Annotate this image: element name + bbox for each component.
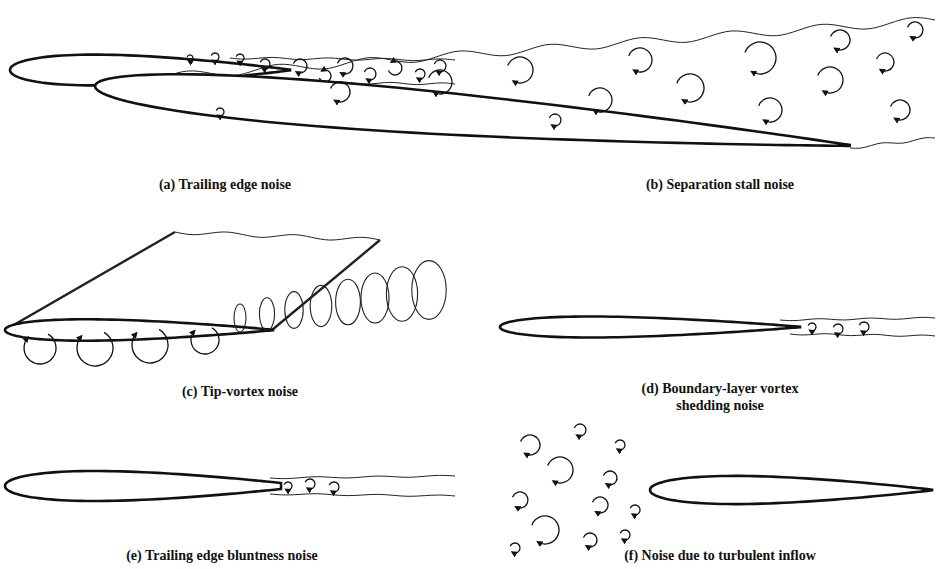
vortex — [284, 482, 292, 490]
vortex — [677, 74, 704, 102]
vortex — [603, 471, 617, 485]
vortex — [833, 324, 843, 334]
vortex — [521, 435, 540, 455]
vortex — [759, 98, 782, 122]
vortex — [877, 53, 894, 71]
vortex — [216, 108, 224, 116]
vortex — [629, 48, 652, 72]
flow-line — [175, 232, 380, 240]
vortex — [592, 497, 608, 513]
vortex — [236, 54, 244, 62]
vortex — [831, 30, 850, 50]
airfoil — [95, 74, 850, 146]
vortex — [589, 88, 612, 112]
tip-vortex — [412, 261, 446, 320]
vortex — [329, 482, 339, 492]
vortex — [364, 68, 376, 80]
tip-vortex — [310, 285, 332, 326]
vortex — [388, 61, 402, 75]
vortex — [574, 424, 586, 436]
caption: (a) Trailing edge noise — [159, 176, 291, 193]
vortex — [891, 100, 910, 120]
vortex — [615, 440, 625, 450]
caption: (f) Noise due to turbulent inflow — [624, 547, 816, 564]
vortex — [859, 322, 869, 332]
flow-line — [5, 232, 175, 330]
vortex — [429, 70, 452, 94]
flow-line — [270, 494, 455, 497]
flow-line — [120, 18, 935, 83]
vortex — [508, 57, 533, 83]
vortex — [331, 82, 350, 102]
vortex — [548, 457, 573, 483]
vortex — [305, 479, 315, 489]
vortex — [630, 505, 640, 515]
vortex — [187, 55, 193, 61]
vortex — [620, 530, 630, 540]
vortex — [512, 492, 528, 508]
vortex — [337, 58, 353, 74]
flow-line — [272, 240, 380, 330]
tip-vortex — [336, 279, 361, 325]
vortex — [549, 114, 561, 126]
caption: (c) Tip-vortex noise — [182, 383, 298, 400]
vortex — [191, 328, 219, 354]
tip-vortex — [259, 298, 274, 330]
vortex — [532, 516, 559, 544]
airfoil — [500, 316, 800, 337]
airfoil — [650, 476, 932, 504]
caption: (b) Separation stall noise — [646, 176, 794, 193]
vortex — [211, 53, 219, 61]
vortex — [510, 543, 520, 553]
vortex — [583, 533, 597, 547]
vortex — [818, 67, 843, 93]
flow-line — [790, 334, 935, 337]
tip-vortex — [234, 304, 246, 332]
vortex — [808, 323, 816, 331]
vortex — [132, 329, 168, 363]
tip-vortex — [386, 267, 417, 321]
flow-line — [270, 475, 455, 478]
flow-line — [850, 138, 935, 149]
vortex — [745, 42, 776, 74]
airfoil — [5, 471, 281, 501]
flow-line — [780, 317, 935, 320]
tip-vortex — [361, 273, 389, 323]
vortex — [77, 332, 113, 366]
vortex — [24, 334, 56, 364]
tip-vortex — [285, 292, 303, 329]
caption: (d) Boundary-layer vortex shedding noise — [620, 380, 820, 414]
vortex — [907, 22, 923, 38]
vortex — [415, 69, 425, 79]
caption: (e) Trailing edge bluntness noise — [126, 547, 318, 564]
airfoil — [5, 319, 273, 340]
